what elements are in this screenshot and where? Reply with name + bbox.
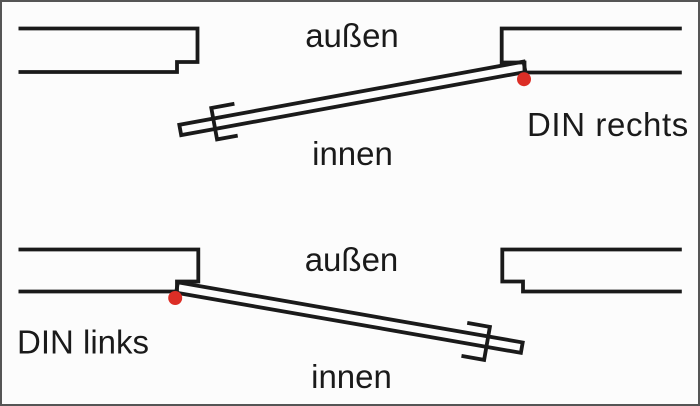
svg-text:außen: außen (305, 17, 399, 54)
svg-text:außen: außen (305, 241, 399, 278)
svg-text:DIN links: DIN links (17, 324, 149, 361)
svg-text:innen: innen (312, 135, 393, 172)
svg-text:innen: innen (311, 358, 392, 395)
svg-text:DIN rechts: DIN rechts (527, 106, 689, 143)
